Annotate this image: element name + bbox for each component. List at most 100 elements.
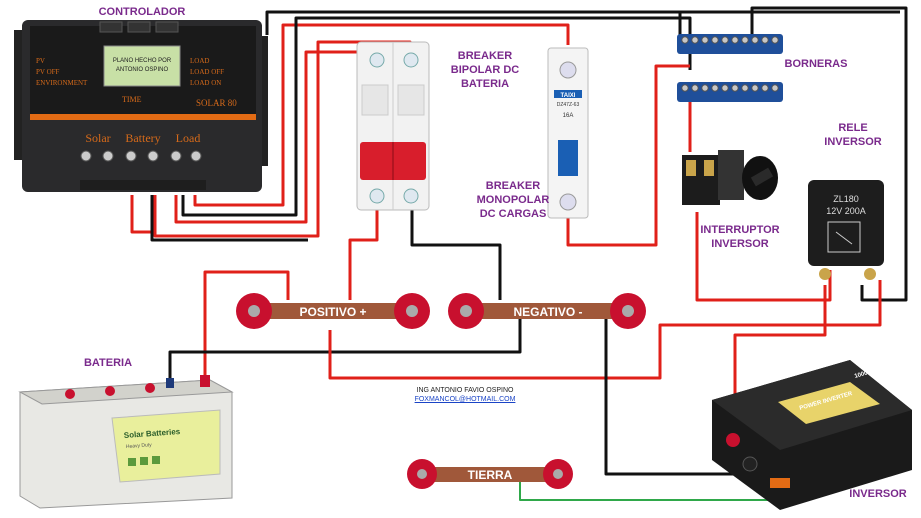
- ground-bar-bolt-left: [417, 469, 427, 479]
- bornera-screw: [721, 84, 729, 92]
- switch-lever: [750, 167, 774, 187]
- inverter-terminal-pos: [726, 433, 740, 447]
- terminal-load-neg: [190, 150, 202, 162]
- bornera-screw: [741, 36, 749, 44]
- positive-bar: POSITIVO +: [236, 293, 430, 329]
- breaker-mono-screw-bottom: [559, 193, 577, 211]
- bornera-screw: [691, 84, 699, 92]
- battery-brand: Solar Batteries: [124, 427, 182, 440]
- charge-controller: PLANO HECHO POR ANTONIO OSPINO PV PV OFF…: [14, 20, 268, 192]
- label-interruptor: INTERRUPTOR INVERSOR: [700, 224, 780, 250]
- bornera-screw: [711, 84, 719, 92]
- label-controlador: CONTROLADOR: [98, 6, 186, 18]
- relay-model: ZL180: [833, 194, 859, 204]
- negative-bar: NEGATIVO -: [448, 293, 646, 329]
- controller-button-2: [127, 21, 151, 33]
- controller-orange-stripe: [30, 114, 256, 120]
- terminal-solar-pos: [80, 150, 92, 162]
- credit-author: ING ANTONIO FAVIO OSPINO: [416, 387, 514, 394]
- battery-icon-1: [128, 458, 136, 466]
- wire-positive-relay: [328, 280, 882, 380]
- ground-bar-copper: [420, 467, 560, 482]
- relay-terminal-left: [819, 268, 831, 280]
- interruptor-switch: [682, 150, 778, 205]
- controller-side-fin-left: [14, 30, 24, 160]
- bornera-screw: [701, 36, 709, 44]
- wire-monobreaker-bornera: [566, 64, 690, 247]
- model-label: SOLAR 80: [196, 98, 237, 108]
- breaker-mono-screw-top: [559, 61, 577, 79]
- bornera-screw: [681, 84, 689, 92]
- wire-positive-breaker-mono: [193, 23, 570, 207]
- bornera-screw: [731, 84, 739, 92]
- wire-battery-negative: [168, 315, 522, 385]
- breaker-bipolar-plate-left: [361, 84, 389, 116]
- battery-terminal-pos: [200, 375, 210, 387]
- wire-battery-positive-controller: [174, 50, 380, 224]
- bornera-screw: [751, 36, 759, 44]
- controller-lcd: [103, 45, 181, 87]
- inverter-label-plate: [778, 382, 880, 424]
- battery-icon-2: [140, 457, 148, 465]
- breaker-bipolar-screw-bottom-left: [369, 188, 385, 204]
- battery-cap-3: [145, 383, 155, 393]
- breaker-monopolar: TAIXI DZ47Z-63 16A: [547, 47, 589, 219]
- terminal-solar-neg: [102, 150, 114, 162]
- switch-collar: [718, 150, 744, 200]
- wire-relay-inverter: [733, 285, 827, 435]
- battery-label: [111, 409, 221, 483]
- breaker-mono-handle: [558, 140, 578, 176]
- bus-bars: POSITIVO + NEGATIVO - TIERRA: [236, 293, 646, 489]
- controller-wire-slot: [80, 180, 206, 190]
- battery: Solar Batteries Heavy Duty: [18, 375, 234, 509]
- wire-battery-positive: [203, 270, 290, 385]
- negative-bar-label: NEGATIVO -: [513, 305, 582, 319]
- pv-label: PV: [36, 57, 45, 65]
- terminal-load-label: Load: [176, 131, 201, 145]
- load-on-label: LOAD ON: [190, 79, 221, 87]
- ground-bar: TIERRA: [407, 459, 573, 489]
- label-inversor: INVERSOR: [849, 488, 907, 500]
- label-borneras: BORNERAS: [784, 58, 848, 70]
- bornera-screw: [691, 36, 699, 44]
- relay-body: [808, 180, 884, 266]
- breaker-mono-brand-plate: [554, 90, 582, 98]
- negative-bar-bolt-left: [460, 305, 472, 317]
- switch-contact-2: [704, 160, 714, 176]
- bornera-screw: [721, 36, 729, 44]
- terminal-battery-label: Battery: [125, 131, 160, 145]
- breaker-bipolar: [356, 41, 430, 211]
- battery-icon-3: [152, 456, 160, 464]
- negative-bar-bolt-right: [622, 305, 634, 317]
- bornera-screw: [731, 36, 739, 44]
- bornera-screw: [751, 84, 759, 92]
- relay-rating: 12V 200A: [826, 206, 866, 216]
- relay-inversor: ZL180 12V 200A: [808, 180, 884, 280]
- breaker-mono-model: DZ47Z-63: [557, 102, 580, 108]
- bornera-screw: [761, 84, 769, 92]
- controller-button-3: [155, 21, 179, 33]
- load-label: LOAD: [190, 57, 209, 65]
- bornera-screw: [701, 84, 709, 92]
- wire-breaker-negative-bar: [410, 208, 502, 300]
- relay-schematic-switch: [835, 231, 853, 245]
- battery-sub: Heavy Duty: [126, 442, 153, 450]
- battery-cap-1: [65, 389, 75, 399]
- bornera-screw: [771, 84, 779, 92]
- credit-email[interactable]: FOXMANCOL@HOTMAIL.COM: [414, 396, 516, 403]
- label-bateria: BATERIA: [83, 357, 133, 369]
- label-rele: RELE INVERSOR: [824, 122, 882, 148]
- lcd-line-1: PLANO HECHO POR: [113, 58, 172, 64]
- bornera-top: [677, 34, 783, 54]
- wire-solar-positive: [130, 195, 155, 234]
- inverter-terminal-neg: [742, 456, 758, 472]
- battery-cap-2: [105, 386, 115, 396]
- ground-bar-label: TIERRA: [468, 468, 513, 482]
- borneras: [677, 34, 783, 102]
- breaker-bipolar-screw-top-right: [403, 52, 419, 68]
- bornera-screw: [761, 36, 769, 44]
- breaker-mono-brand: TAIXI: [561, 93, 576, 99]
- controller-button-1: [99, 21, 123, 33]
